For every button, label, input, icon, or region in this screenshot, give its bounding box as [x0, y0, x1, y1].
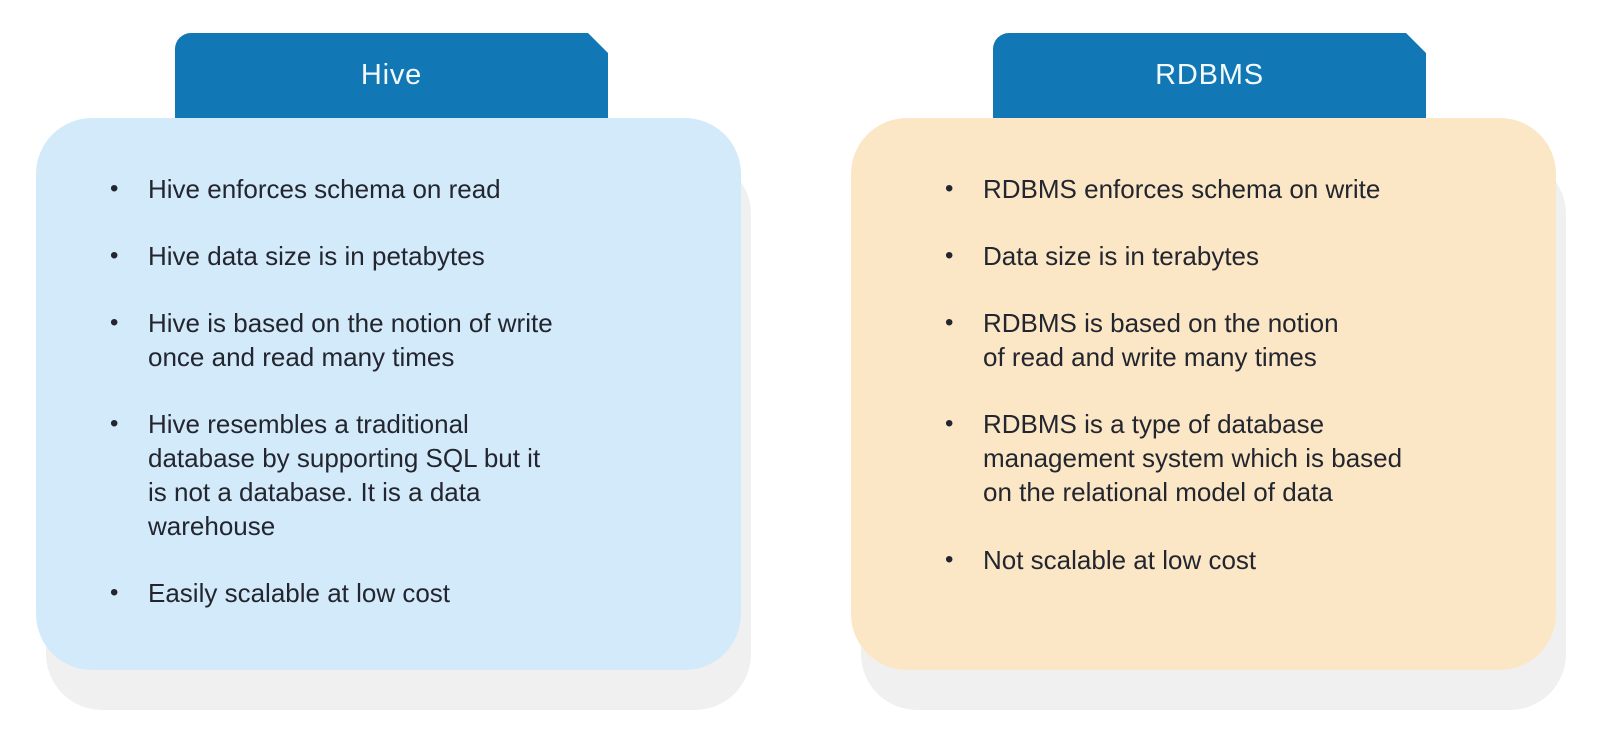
hive-header-tab: Hive: [175, 33, 608, 129]
bullet-label: Not scalable at low cost: [983, 545, 1257, 575]
rdbms-header-tab: RDBMS: [993, 33, 1426, 129]
bullet-icon: •: [945, 410, 954, 437]
bullet-icon: •: [945, 175, 954, 202]
list-item: • Hive is based on the notion of write o…: [110, 306, 705, 374]
bullet-label: Data size is in terabytes: [983, 241, 1260, 271]
list-item: • RDBMS is a type of database management…: [945, 407, 1520, 509]
bullet-label: RDBMS is based on the notion of read and…: [983, 308, 1339, 372]
list-item: • RDBMS is based on the notion of read a…: [945, 306, 1520, 374]
bullet-label: RDBMS is a type of database management s…: [983, 409, 1403, 507]
bullet-icon: •: [110, 175, 119, 202]
list-item: • Easily scalable at low cost: [110, 576, 705, 610]
bullet-icon: •: [110, 410, 119, 437]
bullet-icon: •: [110, 579, 119, 606]
hive-bullet-list: • Hive enforces schema on read • Hive da…: [110, 172, 705, 610]
bullet-label: Hive is based on the notion of write onc…: [148, 308, 553, 372]
list-item: • Not scalable at low cost: [945, 543, 1520, 577]
bullet-label: Hive resembles a traditional database by…: [148, 409, 541, 541]
bullet-label: Hive enforces schema on read: [148, 174, 501, 204]
bullet-icon: •: [945, 546, 954, 573]
bullet-icon: •: [110, 309, 119, 336]
rdbms-card: • RDBMS enforces schema on write • Data …: [851, 118, 1556, 670]
list-item: • Hive resembles a traditional database …: [110, 407, 705, 543]
rdbms-title: RDBMS: [1155, 58, 1264, 91]
bullet-label: RDBMS enforces schema on write: [983, 174, 1381, 204]
list-item: • Hive data size is in petabytes: [110, 239, 705, 273]
bullet-icon: •: [945, 242, 954, 269]
list-item: • Data size is in terabytes: [945, 239, 1520, 273]
hive-title: Hive: [360, 58, 423, 91]
bullet-icon: •: [945, 309, 954, 336]
bullet-label: Easily scalable at low cost: [148, 578, 451, 608]
bullet-label: Hive data size is in petabytes: [148, 241, 485, 271]
bullet-icon: •: [110, 242, 119, 269]
hive-card: • Hive enforces schema on read • Hive da…: [36, 118, 741, 670]
list-item: • Hive enforces schema on read: [110, 172, 705, 206]
rdbms-bullet-list: • RDBMS enforces schema on write • Data …: [945, 172, 1520, 577]
list-item: • RDBMS enforces schema on write: [945, 172, 1520, 206]
